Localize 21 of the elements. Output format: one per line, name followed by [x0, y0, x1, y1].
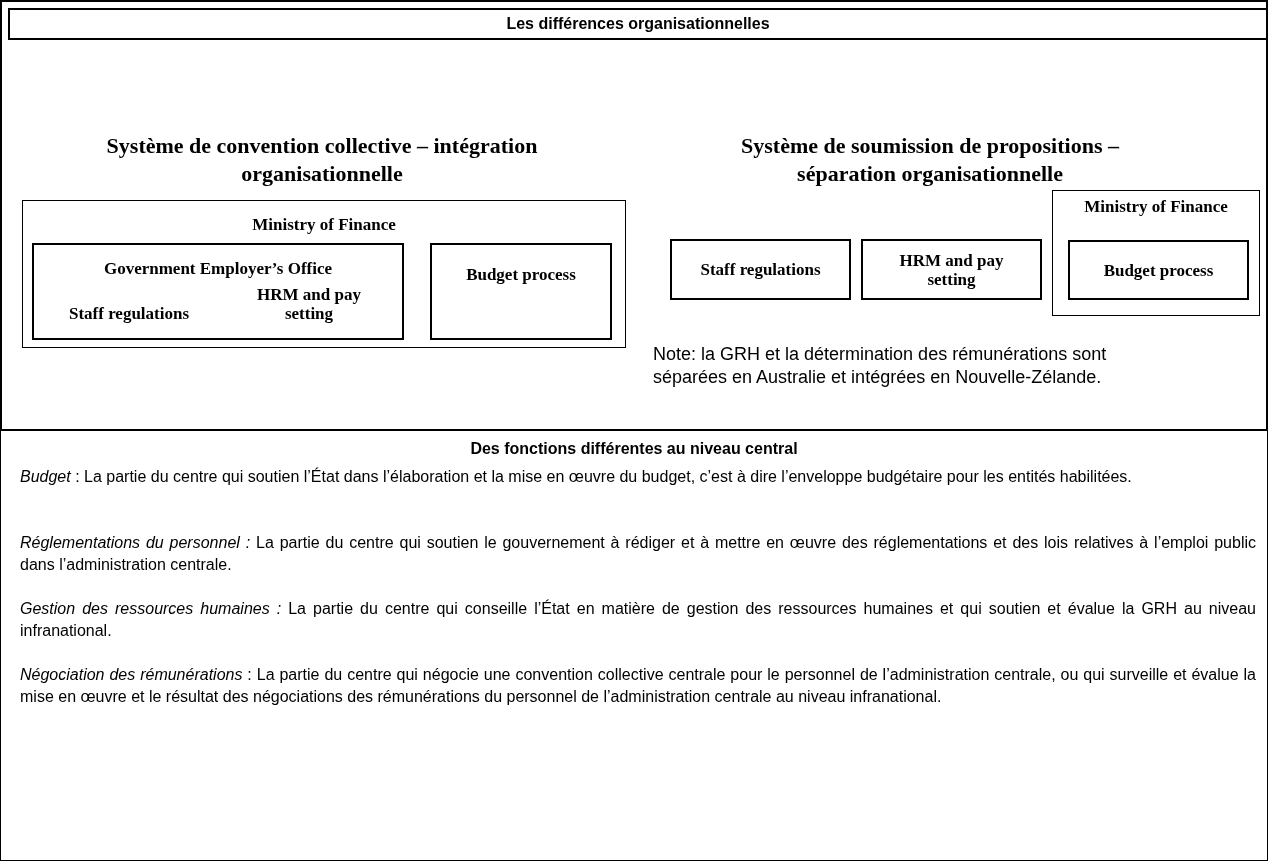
section-heading: Système de soumission de propositions – séparation organisationnelle — [740, 132, 1120, 188]
function-label: HRM and pay setting — [244, 283, 374, 325]
definition-paragraph: Budget : La partie du centre qui soutien l’État dans l’élaboration et la mise en œuvre du budget, c’est à dire l’enveloppe budgétaire pour les entités habilitées. — [20, 466, 1133, 487]
section-heading: Des fonctions différentes au niveau central — [469, 440, 799, 458]
organisation-box — [1052, 190, 1260, 316]
organisation-box — [32, 243, 404, 340]
function-box: HRM and pay setting — [861, 239, 1042, 300]
title-bar: Les différences organisationnelles — [8, 8, 1268, 40]
definition-paragraph: Réglementations du personnel : La partie du centre qui soutien le gouvernement à rédiger et à mettre en œuvre des réglementations et des lois relatives à l’emploi public dans l’administration centrale. — [20, 533, 1256, 575]
box-heading: Ministry of Finance — [251, 215, 397, 234]
box-heading: Ministry of Finance — [1083, 197, 1229, 216]
section-heading: Système de convention collective – intégration organisationnelle — [105, 132, 539, 188]
note-text: Note: la GRH et la détermination des rémunérations sont séparées en Australie et intégrées en Nouvelle-Zélande. — [653, 343, 1108, 389]
function-label: Staff regulations — [44, 300, 214, 326]
definition-paragraph: Gestion des ressources humaines : La partie du centre qui conseille l’État en matière de gestion des ressources humaines et qui soutien et évalue la GRH au niveau infranational. — [20, 598, 1256, 641]
function-box: Budget process — [1068, 240, 1249, 300]
function-box: Staff regulations — [670, 239, 851, 300]
organisation-box — [22, 200, 626, 348]
box-heading: Government Employer’s Office — [102, 259, 334, 278]
definition-paragraph: Négociation des rémunérations : La partie du centre qui négocie une convention collective centrale pour le personnel de l’administration centrale, ou qui surveille et évalue la mise en œuvre et le résultat des négociations des rémunérations du personnel de l’administration centrale au niveau infranational. — [20, 665, 1256, 707]
function-box: Budget process — [430, 243, 612, 340]
